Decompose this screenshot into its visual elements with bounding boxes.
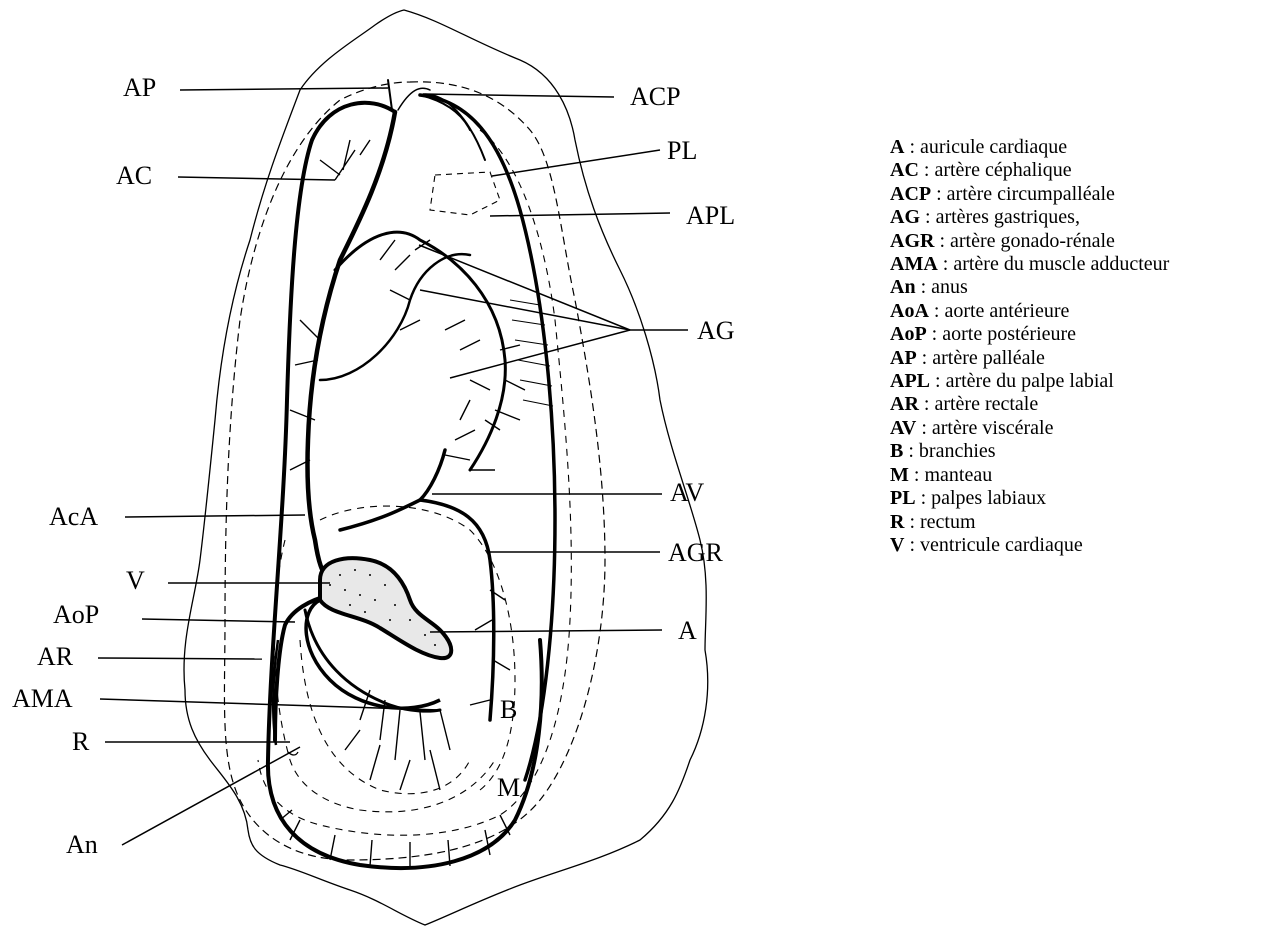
legend-text: artère viscérale: [932, 417, 1054, 439]
gill-dashed-3: [300, 640, 470, 794]
label-aca: AcA: [49, 504, 98, 530]
legend-abbr: AP: [890, 347, 917, 369]
legend-abbr: R: [890, 511, 904, 533]
legend-separator: :: [931, 183, 947, 205]
legend-row: AG : artères gastriques,: [890, 206, 1169, 229]
legend-text: manteau: [924, 464, 992, 486]
arteries: [268, 80, 555, 868]
legend-row: AMA : artère du muscle adducteur: [890, 253, 1169, 276]
legend-abbr: APL: [890, 370, 930, 392]
legend-abbr: AV: [890, 417, 916, 439]
legend-text: auricule cardiaque: [920, 136, 1067, 158]
legend-separator: :: [930, 370, 946, 392]
legend-separator: :: [909, 464, 925, 486]
legend-separator: :: [919, 159, 935, 181]
label-r: R: [72, 729, 89, 755]
label-ag: AG: [697, 318, 735, 344]
label-an: An: [66, 832, 98, 858]
label-aop: AoP: [53, 602, 99, 628]
legend-text: artère palléale: [932, 347, 1045, 369]
legend-separator: :: [916, 487, 932, 509]
legend-row: PL : palpes labiaux: [890, 487, 1169, 510]
legend-abbr: AC: [890, 159, 919, 181]
legend-text: rectum: [920, 511, 976, 533]
legend-row: AoA : aorte antérieure: [890, 300, 1169, 323]
legend-row: AoP : aorte postérieure: [890, 323, 1169, 346]
legend-text: artère circumpalléale: [947, 183, 1115, 205]
legend-row: R : rectum: [890, 511, 1169, 534]
legend-row: V : ventricule cardiaque: [890, 534, 1169, 557]
label-pl: PL: [667, 138, 697, 164]
legend-text: branchies: [919, 440, 996, 462]
legend-text: artère rectale: [934, 393, 1038, 415]
legend-abbr: AoP: [890, 323, 927, 345]
legend-separator: :: [917, 347, 933, 369]
legend-text: palpes labiaux: [931, 487, 1046, 509]
legend-abbr: ACP: [890, 183, 931, 205]
legend-row: AC : artère céphalique: [890, 159, 1169, 182]
legend-abbr: AoA: [890, 300, 929, 322]
label-ac: AC: [116, 163, 152, 189]
legend-separator: :: [938, 253, 954, 275]
ventricle-heart: [306, 558, 451, 708]
label-av: AV: [670, 480, 704, 506]
legend-separator: :: [903, 440, 919, 462]
label-apl: APL: [686, 203, 735, 229]
legend-text: artère gonado-rénale: [950, 230, 1115, 252]
legend-separator: :: [934, 230, 950, 252]
legend-separator: :: [904, 136, 920, 158]
label-agr: AGR: [668, 540, 723, 566]
legend-abbr: V: [890, 534, 904, 556]
label-v: V: [126, 568, 145, 594]
leader-lines: [98, 88, 688, 845]
legend-abbr: AR: [890, 393, 919, 415]
legend-row: B : branchies: [890, 440, 1169, 463]
shell-outline: [184, 10, 708, 925]
legend-abbr: M: [890, 464, 909, 486]
labial-palp: [430, 172, 500, 215]
legend-abbr: PL: [890, 487, 916, 509]
legend-row: ACP : artère circumpalléale: [890, 183, 1169, 206]
legend-row: AR : artère rectale: [890, 393, 1169, 416]
arteriole-twigs: [280, 140, 525, 868]
legend-separator: :: [929, 300, 945, 322]
legend-row: APL : artère du palpe labial: [890, 370, 1169, 393]
label-b: B: [500, 697, 517, 723]
legend-row: A : auricule cardiaque: [890, 136, 1169, 159]
legend-abbr: An: [890, 276, 916, 298]
legend-text: artère du palpe labial: [946, 370, 1114, 392]
legend-separator: :: [927, 323, 943, 345]
legend-text: aorte postérieure: [942, 323, 1076, 345]
mantle-outline: [224, 82, 605, 860]
legend-row: AGR : artère gonado-rénale: [890, 230, 1169, 253]
legend-abbr: B: [890, 440, 903, 462]
legend-abbr: AG: [890, 206, 920, 228]
legend-text: artères gastriques,: [936, 206, 1080, 228]
label-acp: ACP: [630, 84, 681, 110]
legend-row: An : anus: [890, 276, 1169, 299]
label-m: M: [497, 775, 520, 801]
legend-separator: :: [904, 511, 920, 533]
legend-separator: :: [916, 417, 932, 439]
legend-text: aorte antérieure: [944, 300, 1069, 322]
legend-abbr: AMA: [890, 253, 938, 275]
legend-abbr: A: [890, 136, 904, 158]
legend-text: artère céphalique: [934, 159, 1071, 181]
label-ap: AP: [123, 75, 156, 101]
legend-abbr: AGR: [890, 230, 934, 252]
legend-text: ventricule cardiaque: [920, 534, 1083, 556]
label-ama: AMA: [12, 686, 73, 712]
legend-separator: :: [919, 393, 935, 415]
legend-separator: :: [916, 276, 932, 298]
legend-row: AP : artère palléale: [890, 347, 1169, 370]
legend-text: artère du muscle adducteur: [953, 253, 1169, 275]
legend-row: AV : artère viscérale: [890, 417, 1169, 440]
legend-separator: :: [904, 534, 920, 556]
legend-text: anus: [931, 276, 968, 298]
label-a: A: [678, 618, 697, 644]
legend-separator: :: [920, 206, 936, 228]
legend-row: M : manteau: [890, 464, 1169, 487]
label-ar: AR: [37, 644, 73, 670]
